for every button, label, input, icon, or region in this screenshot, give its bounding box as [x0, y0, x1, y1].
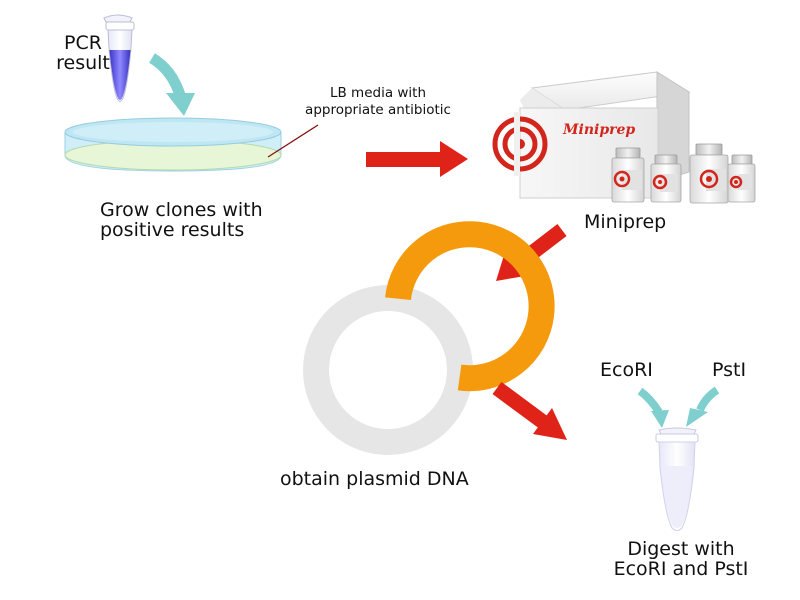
flow-arrow-right: [366, 141, 468, 177]
digest-label-line1: Digest with: [627, 538, 735, 560]
miniprep-kit-icon: Miniprep: [492, 71, 691, 199]
pcr-label-line2: result: [56, 51, 110, 74]
petri-dish-icon: [64, 117, 282, 172]
pcr-label: PCR result: [52, 32, 114, 74]
lb-leader-line: [267, 124, 319, 158]
digest-tube-icon: [655, 427, 699, 531]
reagent-bottle-icon: [727, 154, 756, 203]
miniprep-caption: Miniprep: [584, 211, 667, 233]
target-logo-icon: [492, 112, 548, 176]
miniprep-box-label: Miniprep: [562, 122, 635, 138]
lb-media-line1: LB media with: [329, 85, 427, 101]
curved-arrow-icon: [637, 387, 669, 428]
curved-arrow-icon: [686, 386, 720, 427]
reagent-bottle-icon: [689, 143, 729, 204]
curved-arrow-icon: [148, 53, 195, 116]
plasmid-ring-icon: [303, 221, 555, 455]
pcr-label-line1: PCR: [64, 32, 102, 54]
lb-media-line2: appropriate antibiotic: [305, 101, 451, 118]
pcr-tube-icon: [103, 14, 135, 102]
grow-clones-label: Grow clones with positive results: [100, 199, 263, 241]
flow-arrow-down-right: [492, 381, 567, 440]
digest-label: Digest with EcoRI and PstI: [596, 538, 766, 580]
reagent-bottle-icon: [650, 154, 682, 203]
reagent-bottle-icon: [611, 147, 645, 203]
psti-label: PstI: [712, 359, 747, 381]
grow-clones-line2: positive results: [100, 218, 245, 241]
plasmid-caption: obtain plasmid DNA: [280, 468, 469, 490]
lb-media-label: LB media with appropriate antibiotic: [280, 85, 476, 119]
grow-clones-line1: Grow clones with: [100, 199, 263, 221]
digest-label-line2: EcoRI and PstI: [613, 557, 749, 580]
ecori-label: EcoRI: [600, 359, 653, 381]
